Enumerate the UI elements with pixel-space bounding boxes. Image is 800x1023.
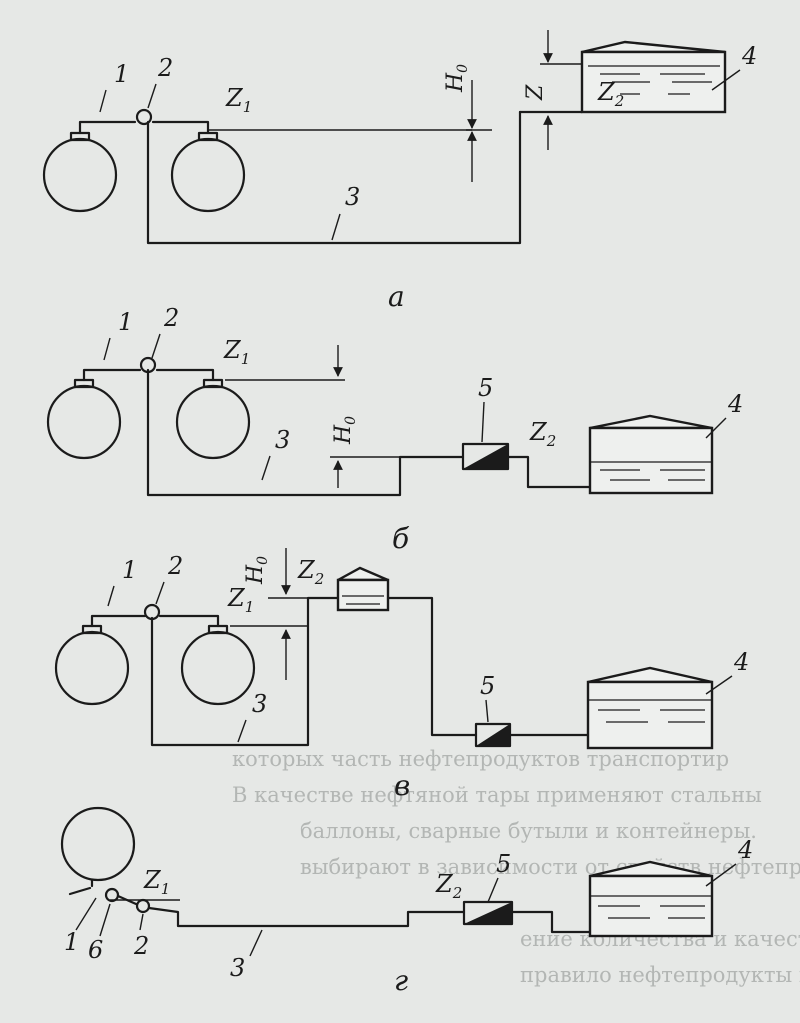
pipeline: [150, 596, 340, 747]
gas-cylinder: [42, 137, 118, 213]
scheme-v: 1 2 Z1 3 H0 Z2 5 4 в: [54, 548, 749, 802]
storage-tank: [588, 426, 714, 495]
label-3: 3: [230, 954, 245, 982]
label-3: 3: [345, 183, 360, 211]
scheme-g: Z1 1 6 2 3 Z2 5 4 г: [60, 806, 753, 997]
label-z1: Z1: [223, 336, 250, 368]
label-z: Z: [523, 84, 548, 101]
storage-tank: [586, 680, 714, 750]
gas-cylinder: [170, 137, 246, 213]
gas-cylinder: [60, 806, 136, 882]
pipeline: [506, 455, 592, 489]
label-5: 5: [496, 850, 511, 878]
bg-text-line: выбирают в зависимости от свойств нефтеп…: [300, 855, 800, 879]
label-h0: H0: [243, 556, 271, 585]
manifold-valve: [135, 898, 151, 914]
pipeline: [147, 906, 466, 928]
filter-fill: [476, 724, 510, 746]
pipeline: [146, 368, 465, 497]
label-2: 2: [167, 552, 183, 580]
cylinder-pipe: [151, 120, 210, 135]
label-z1: Z1: [143, 866, 170, 898]
storage-tank-roof: [581, 40, 726, 54]
label-1: 1: [114, 60, 129, 88]
label-2: 2: [163, 304, 179, 332]
intermediate-tank: [336, 578, 390, 612]
filter-fill: [464, 902, 512, 924]
label-h0: H0: [443, 64, 471, 93]
pipeline: [386, 596, 478, 737]
gas-cylinder: [180, 630, 256, 706]
bg-text-line: баллоны, сварные бутыли и контейнеры.: [300, 819, 757, 843]
pipeline: [510, 910, 592, 934]
background-text: которых часть нефтепродуктов транспортир…: [232, 747, 800, 987]
storage-tank-roof: [589, 414, 713, 430]
bg-text-line: В качестве нефтяной тары применяют сталь…: [232, 783, 762, 807]
label-z2: Z2: [529, 418, 556, 450]
bg-text-line: правило нефтепродукты в таре отгружают: [520, 963, 800, 987]
liquid-level: [588, 699, 712, 723]
gas-cylinder: [175, 384, 251, 460]
cylinder-pipe: [78, 120, 137, 135]
label-4: 4: [737, 836, 753, 864]
manifold-valve: [135, 108, 153, 126]
label-h0: H0: [331, 416, 359, 445]
filter-fill: [463, 444, 508, 469]
intermediate-tank-roof: [337, 566, 389, 582]
label-4: 4: [741, 42, 757, 70]
label-z2: Z2: [297, 556, 324, 588]
label-4: 4: [733, 648, 749, 676]
cylinder-pipe: [158, 614, 220, 628]
pipeline: [146, 110, 522, 245]
label-3: 3: [275, 426, 290, 454]
caption-a: а: [388, 280, 405, 313]
label-z1: Z1: [227, 584, 254, 616]
storage-tank-roof: [587, 666, 713, 684]
label-1: 1: [122, 556, 137, 584]
label-z2: Z2: [597, 78, 624, 110]
scheme-b: 1 2 Z1 3 H0 5 Z2 4 б: [46, 304, 743, 555]
gas-cylinder: [46, 384, 122, 460]
label-2: 2: [133, 932, 149, 960]
label-5: 5: [478, 374, 493, 402]
caption-g: г: [394, 964, 408, 997]
gas-cylinder: [54, 630, 130, 706]
caption-v: в: [394, 769, 410, 802]
reducer-valve: [104, 887, 120, 903]
label-1: 1: [118, 308, 133, 336]
scheme-a: 1 2 Z1 3 H0 Z Z2 4 а: [42, 30, 757, 313]
label-4: 4: [727, 390, 743, 418]
liquid-level: [588, 65, 720, 83]
label-2: 2: [157, 54, 173, 82]
label-z1: Z1: [225, 84, 252, 116]
cylinder-pipe: [82, 368, 142, 382]
label-z2: Z2: [435, 870, 462, 902]
cylinder-pipe: [90, 614, 147, 628]
liquid-level: [590, 461, 712, 481]
liquid-level: [590, 895, 712, 919]
caption-b: б: [392, 522, 410, 555]
bg-text-line: которых часть нефтепродуктов транспортир: [232, 747, 729, 771]
label-6: 6: [88, 936, 103, 964]
label-3: 3: [252, 690, 267, 718]
cylinder-pipe: [155, 368, 215, 382]
label-1: 1: [64, 928, 79, 956]
label-5: 5: [480, 672, 495, 700]
